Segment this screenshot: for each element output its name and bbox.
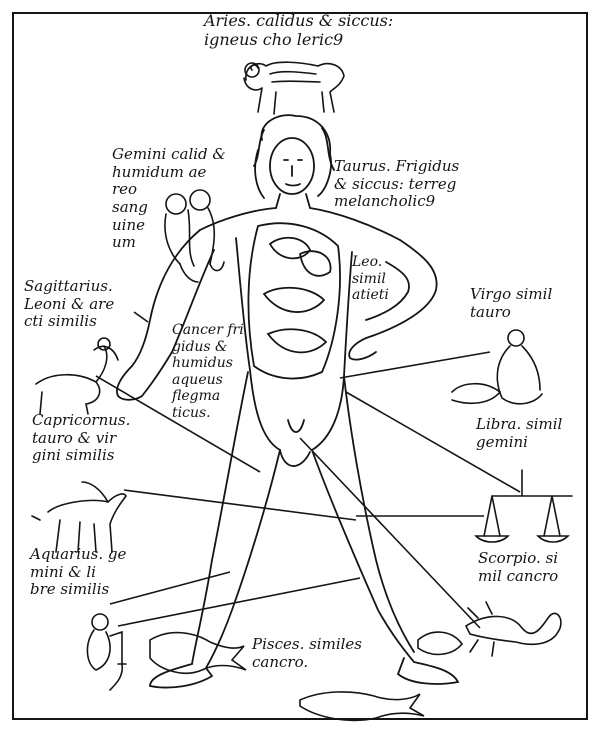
aries-ram-figure: [243, 61, 345, 115]
aquarius-figure: [86, 613, 127, 691]
aquarius-label: Aquarius. ge mini & li bre similis: [30, 545, 127, 599]
zodiac-man-figure: [116, 114, 460, 689]
scorpio-figure: [464, 601, 562, 657]
pisces-label: Pisces. similes cancro.: [252, 635, 362, 671]
gemini-label: Gemini calid & humidum ae reo sang uine …: [112, 145, 226, 252]
sagittarius-label: Sagittarius. Leoni & are cti similis: [24, 277, 115, 331]
capricornus-label: Capricornus. tauro & vir gini similis: [32, 411, 131, 465]
libra-label: Libra. simil gemini: [476, 415, 563, 451]
cancer-label: Cancer fri gidus & humidus aqueus flegma…: [172, 322, 244, 421]
sagittarius-figure: [35, 337, 119, 415]
pisces-fishes-figure: [149, 631, 464, 722]
virgo-label: Virgo simil tauro: [470, 285, 553, 321]
taurus-label: Taurus. Frigidus & siccus: terreg melanc…: [334, 157, 460, 211]
capricornus-figure: [31, 481, 127, 553]
scorpio-label: Scorpio. si mil cancro: [478, 549, 559, 585]
gemini-twins-figure: [164, 189, 225, 283]
virgo-figure: [451, 329, 543, 405]
leo-label: Leo. simil atieti: [352, 254, 389, 304]
libra-scales-figure: [474, 469, 573, 543]
aries-label: Aries. calidus & siccus: igneus cho leri…: [204, 11, 394, 49]
border-frame: [12, 12, 588, 720]
influence-rays: [95, 311, 521, 629]
